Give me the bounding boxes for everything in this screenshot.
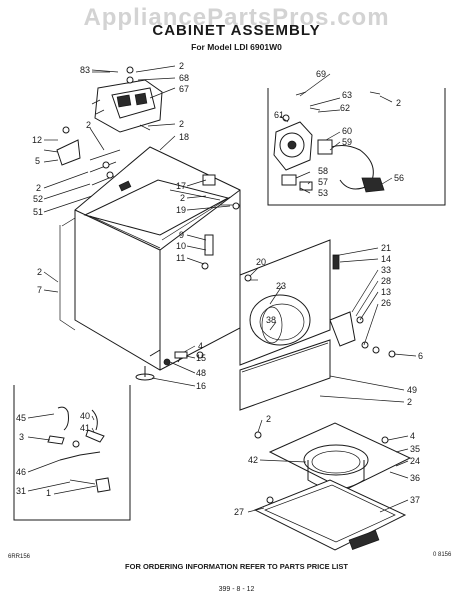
callout-69: 69 bbox=[316, 69, 326, 79]
callout-10: 10 bbox=[176, 241, 186, 251]
callout-labels: 83 2 68 67 2 18 12 2 5 2 52 51 17 2 19 9… bbox=[16, 61, 423, 517]
callout-59: 59 bbox=[342, 137, 352, 147]
callout-52: 52 bbox=[33, 194, 43, 204]
callout-56: 56 bbox=[394, 173, 404, 183]
callout-2: 2 bbox=[266, 414, 271, 424]
front-panel-illustration bbox=[239, 239, 396, 366]
callout-3: 3 bbox=[19, 432, 24, 442]
callout-41: 41 bbox=[80, 423, 90, 433]
callout-11: 11 bbox=[176, 253, 185, 263]
callout-1: 1 bbox=[46, 488, 51, 498]
callout-2: 2 bbox=[180, 193, 185, 203]
inset-motor-detail bbox=[273, 91, 385, 193]
callout-68: 68 bbox=[179, 73, 189, 83]
callout-51: 51 bbox=[33, 207, 43, 217]
callout-15: 15 bbox=[196, 353, 206, 363]
callout-62: 62 bbox=[340, 103, 350, 113]
leader-lines bbox=[27, 65, 417, 513]
callout-61: 61 bbox=[274, 110, 284, 120]
callout-2: 2 bbox=[36, 183, 41, 193]
callout-36: 36 bbox=[410, 473, 420, 483]
callout-2: 2 bbox=[179, 61, 184, 71]
hinge-brackets bbox=[56, 126, 240, 270]
callout-48: 48 bbox=[196, 368, 206, 378]
callout-6: 6 bbox=[418, 351, 423, 361]
callout-40: 40 bbox=[80, 411, 90, 421]
motor-assembly-illustration bbox=[91, 66, 163, 133]
callout-2: 2 bbox=[407, 397, 412, 407]
callout-58: 58 bbox=[318, 166, 328, 176]
callout-27: 27 bbox=[234, 507, 244, 517]
base-assembly-illustration bbox=[253, 422, 412, 551]
callout-63: 63 bbox=[342, 90, 352, 100]
callout-4: 4 bbox=[198, 341, 203, 351]
callout-2: 2 bbox=[86, 120, 91, 130]
callout-60: 60 bbox=[342, 126, 352, 136]
callout-7: 7 bbox=[37, 285, 42, 295]
diagram-title: CABINET ASSEMBLY bbox=[152, 22, 321, 39]
cabinet-illustration bbox=[59, 146, 241, 381]
callout-35: 35 bbox=[410, 444, 420, 454]
callout-38: 38 bbox=[266, 315, 276, 325]
callout-12: 12 bbox=[32, 135, 42, 145]
callout-9: 9 bbox=[179, 230, 184, 240]
callout-17: 17 bbox=[176, 181, 186, 191]
diagram-subtitle: For Model LDI 6901W0 bbox=[191, 42, 282, 52]
callout-5: 5 bbox=[35, 156, 40, 166]
watermark: AppliancePartsPros.com bbox=[83, 4, 390, 31]
callout-83: 83 bbox=[80, 65, 90, 75]
callout-57: 57 bbox=[318, 177, 328, 187]
drawing-code-right: 0 8156 bbox=[433, 552, 452, 558]
callout-21: 21 bbox=[381, 243, 391, 253]
callout-16: 16 bbox=[196, 381, 206, 391]
callout-2: 2 bbox=[396, 98, 401, 108]
inset-frame-hose bbox=[13, 385, 131, 521]
callout-13: 13 bbox=[381, 287, 391, 297]
callout-14: 14 bbox=[381, 254, 391, 264]
page-code: 399 - 8 - 12 bbox=[218, 586, 255, 593]
ordering-note: FOR ORDERING INFORMATION REFER TO PARTS … bbox=[125, 562, 348, 571]
callout-2: 2 bbox=[179, 119, 184, 129]
inset-frame-motor bbox=[267, 88, 446, 206]
callout-67: 67 bbox=[179, 84, 189, 94]
callout-45: 45 bbox=[16, 413, 26, 423]
callout-46: 46 bbox=[16, 467, 26, 477]
callout-20: 20 bbox=[256, 257, 266, 267]
callout-4: 4 bbox=[410, 431, 415, 441]
callout-28: 28 bbox=[381, 276, 391, 286]
callout-26: 26 bbox=[381, 298, 391, 308]
callout-2: 2 bbox=[37, 267, 42, 277]
callout-49: 49 bbox=[407, 385, 417, 395]
callout-18: 18 bbox=[179, 132, 189, 142]
callout-53: 53 bbox=[318, 188, 328, 198]
drawing-code-left: 6RR156 bbox=[8, 554, 31, 560]
callout-19: 19 bbox=[176, 205, 186, 215]
callout-24: 24 bbox=[410, 456, 420, 466]
callout-31: 31 bbox=[16, 486, 26, 496]
callout-37: 37 bbox=[410, 495, 420, 505]
callout-33: 33 bbox=[381, 265, 391, 275]
callout-42: 42 bbox=[248, 455, 258, 465]
inset-hose-detail bbox=[47, 406, 111, 493]
callout-23: 23 bbox=[276, 281, 286, 291]
